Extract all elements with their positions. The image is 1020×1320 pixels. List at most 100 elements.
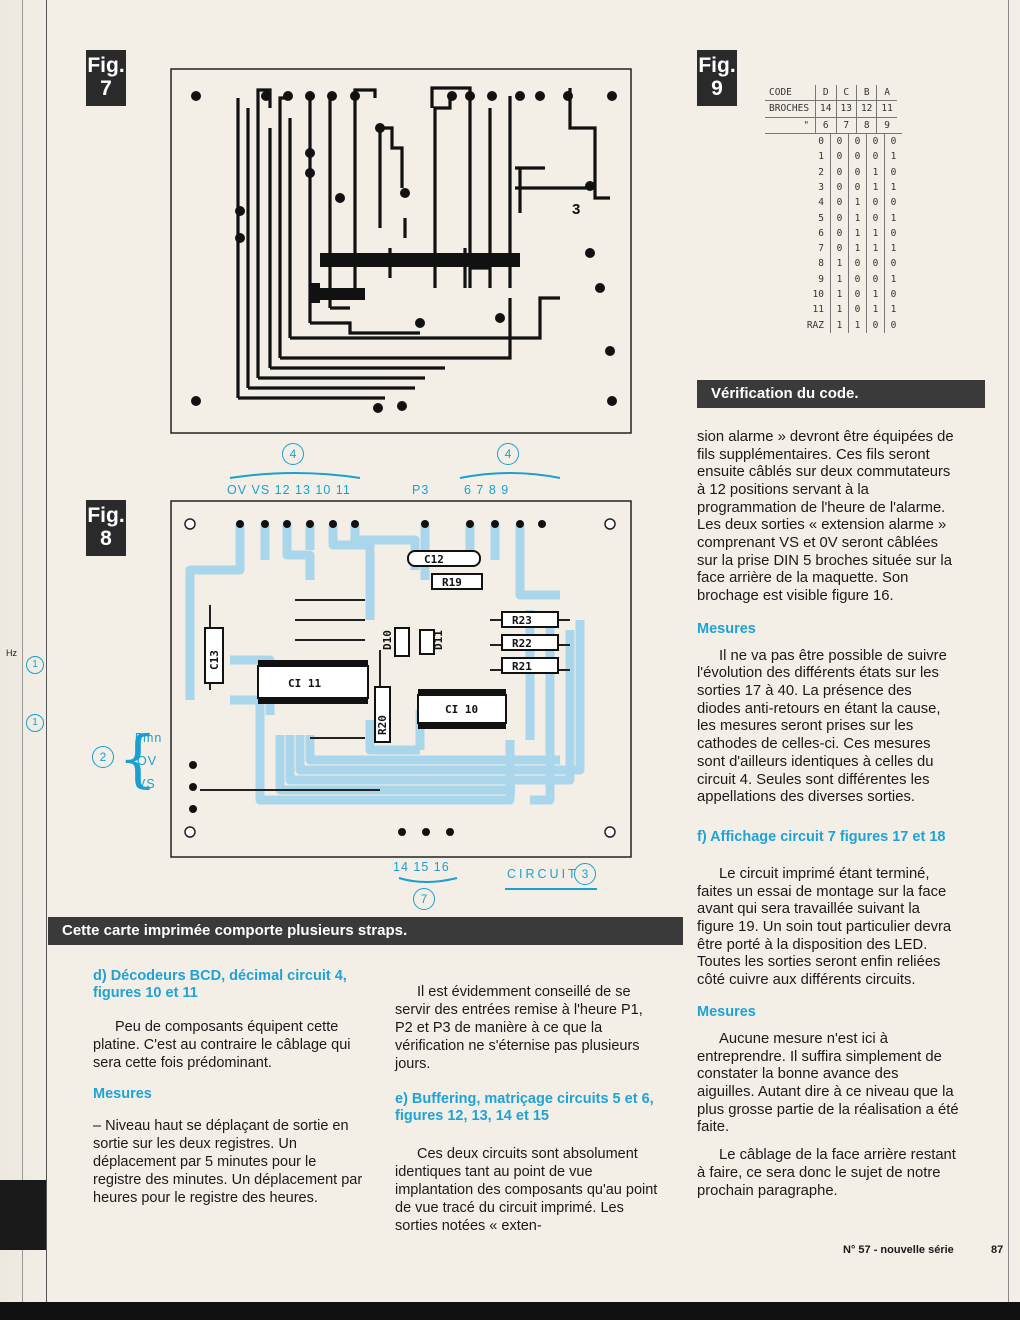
fig8-c12-label: C12 [424, 553, 444, 566]
fig8-bottom-bracket [398, 877, 458, 883]
bit-cell: 0 [866, 210, 885, 226]
code-cell: RAZ [806, 319, 824, 331]
code-cell: 11 [812, 304, 824, 316]
mesures-heading-2: Mesures [697, 620, 756, 637]
fig8-ci10-label: CI 10 [445, 703, 478, 716]
bit-cell: 0 [866, 195, 885, 211]
bit-cell: 0 [830, 164, 849, 180]
fig8-r23-label: R23 [512, 614, 532, 627]
margin-hz-label: Hz [6, 648, 17, 658]
bit-cell: 0 [848, 149, 867, 165]
page-outer-line [22, 0, 23, 1310]
fig8-side-label-ov: OV [137, 754, 158, 768]
fig8-side-brace: { [118, 722, 158, 795]
fig8-label-p3: P3 [412, 483, 430, 497]
bit-cell: 0 [884, 164, 902, 180]
bit-cell: 1 [830, 302, 849, 318]
caption-left-banner: Cette carte imprimée comporte plusieurs … [48, 917, 683, 945]
bit-cell: 1 [830, 317, 849, 333]
column-3: sion alarme » devront être équipées de f… [697, 414, 959, 1200]
bit-cell: 0 [848, 164, 867, 180]
code-cell: 7 [818, 243, 824, 255]
page-bottom-edge [0, 1302, 1020, 1320]
section-e-intro-paragraph: Il est évidemment conseillé de se servir… [395, 983, 643, 1072]
bit-cell: 0 [848, 133, 867, 150]
bit-cell: 1 [866, 240, 885, 257]
fig8-r21-label: R21 [512, 660, 532, 673]
fig8-r20-label: R20 [376, 715, 389, 735]
mesures-paragraph-1: – Niveau haut se déplaçant de sortie en … [93, 1118, 363, 1206]
fig8-bottom-pins: 14 15 16 [393, 860, 450, 874]
footer-page-number: 87 [991, 1244, 1004, 1256]
bit-cell: 1 [866, 179, 885, 196]
fig8-component-layout-diagram: C12 R19 R23 R22 R21 C13 CI 11 D10 D11 R2… [170, 500, 632, 858]
section-e-paragraph: Ces deux circuits sont absolument identi… [395, 1145, 658, 1234]
fig8-r22-label: R22 [512, 637, 532, 650]
fig8-label-right-pins: 6 7 8 9 [464, 483, 510, 497]
col3-paragraph-1: sion alarme » devront être équipées de f… [697, 428, 954, 605]
fig8-c13-label: C13 [208, 650, 221, 670]
col3-paragraph-4: Aucune mesure n'est ici à entreprendre. … [697, 1030, 959, 1136]
code-cell: 1 [818, 151, 824, 163]
page-left-dark-tab [0, 1180, 46, 1250]
bit-cell: 0 [830, 133, 849, 150]
section-f-heading: f) Affichage circuit 7 figures 17 et 18 [697, 828, 946, 845]
fig8-brackets [229, 472, 561, 479]
bit-cell: 0 [866, 256, 885, 272]
bit-cell: 0 [866, 149, 885, 165]
bit-cell: 1 [830, 271, 849, 287]
bit-cell: 1 [884, 302, 902, 318]
section-e-heading: e) Buffering, matriçage circuits 5 et 6,… [395, 1090, 654, 1124]
bit-cell: 0 [830, 210, 849, 226]
fig8-side-label-vs: VS [137, 777, 156, 791]
bit-cell: 0 [884, 195, 902, 211]
fig8-side-label-5mn: 5mn [135, 731, 163, 745]
bit-cell: 1 [848, 210, 867, 226]
bit-cell: 0 [866, 133, 885, 150]
bit-cell: 0 [848, 271, 867, 287]
bit-cell: 1 [866, 164, 885, 180]
bit-cell: 0 [830, 195, 849, 211]
fig8-r19-label: R19 [442, 576, 462, 589]
fig8-label-left-pins: OV VS 12 13 10 11 [227, 483, 351, 497]
page-divider-line [46, 0, 47, 1320]
fig8-circ4-left: 4 [282, 443, 304, 465]
fig8-ci11-label: CI 11 [288, 677, 321, 690]
bit-cell: 0 [848, 302, 867, 318]
col3-paragraph-3: Le circuit imprimé étant terminé, faites… [697, 865, 952, 989]
fig8-circ4-right: 4 [497, 443, 519, 465]
bit-cell: 1 [830, 286, 849, 303]
mesures-heading-1: Mesures [93, 1086, 152, 1102]
bit-cell: 0 [884, 133, 902, 150]
code-cell: 4 [818, 197, 824, 209]
margin-circle-2: 1 [26, 712, 44, 732]
fig8-d11-label: D11 [432, 630, 445, 650]
fig8-tag: Fig.8 [86, 500, 126, 556]
fig7-pcb-copper-diagram: 3 [170, 68, 632, 434]
bit-cell: 1 [866, 225, 885, 241]
bit-cell: 0 [830, 149, 849, 165]
bit-cell: 0 [848, 286, 867, 303]
mesures-heading-3: Mesures [697, 1003, 756, 1020]
fig8-circuit-underline [505, 888, 597, 890]
bit-cell: 1 [884, 210, 902, 226]
section-d-heading: d) Décodeurs BCD, décimal circuit 4, fig… [93, 968, 347, 1001]
bit-cell: 1 [884, 179, 902, 196]
col3-paragraph-5: Le câblage de la face arrière restant à … [697, 1147, 956, 1199]
bit-cell: 1 [848, 195, 867, 211]
code-cell: 9 [818, 273, 824, 285]
bit-cell: 1 [830, 256, 849, 272]
fig7-tag: Fig.7 [86, 50, 126, 106]
margin-circle-1: 1 [26, 654, 44, 674]
